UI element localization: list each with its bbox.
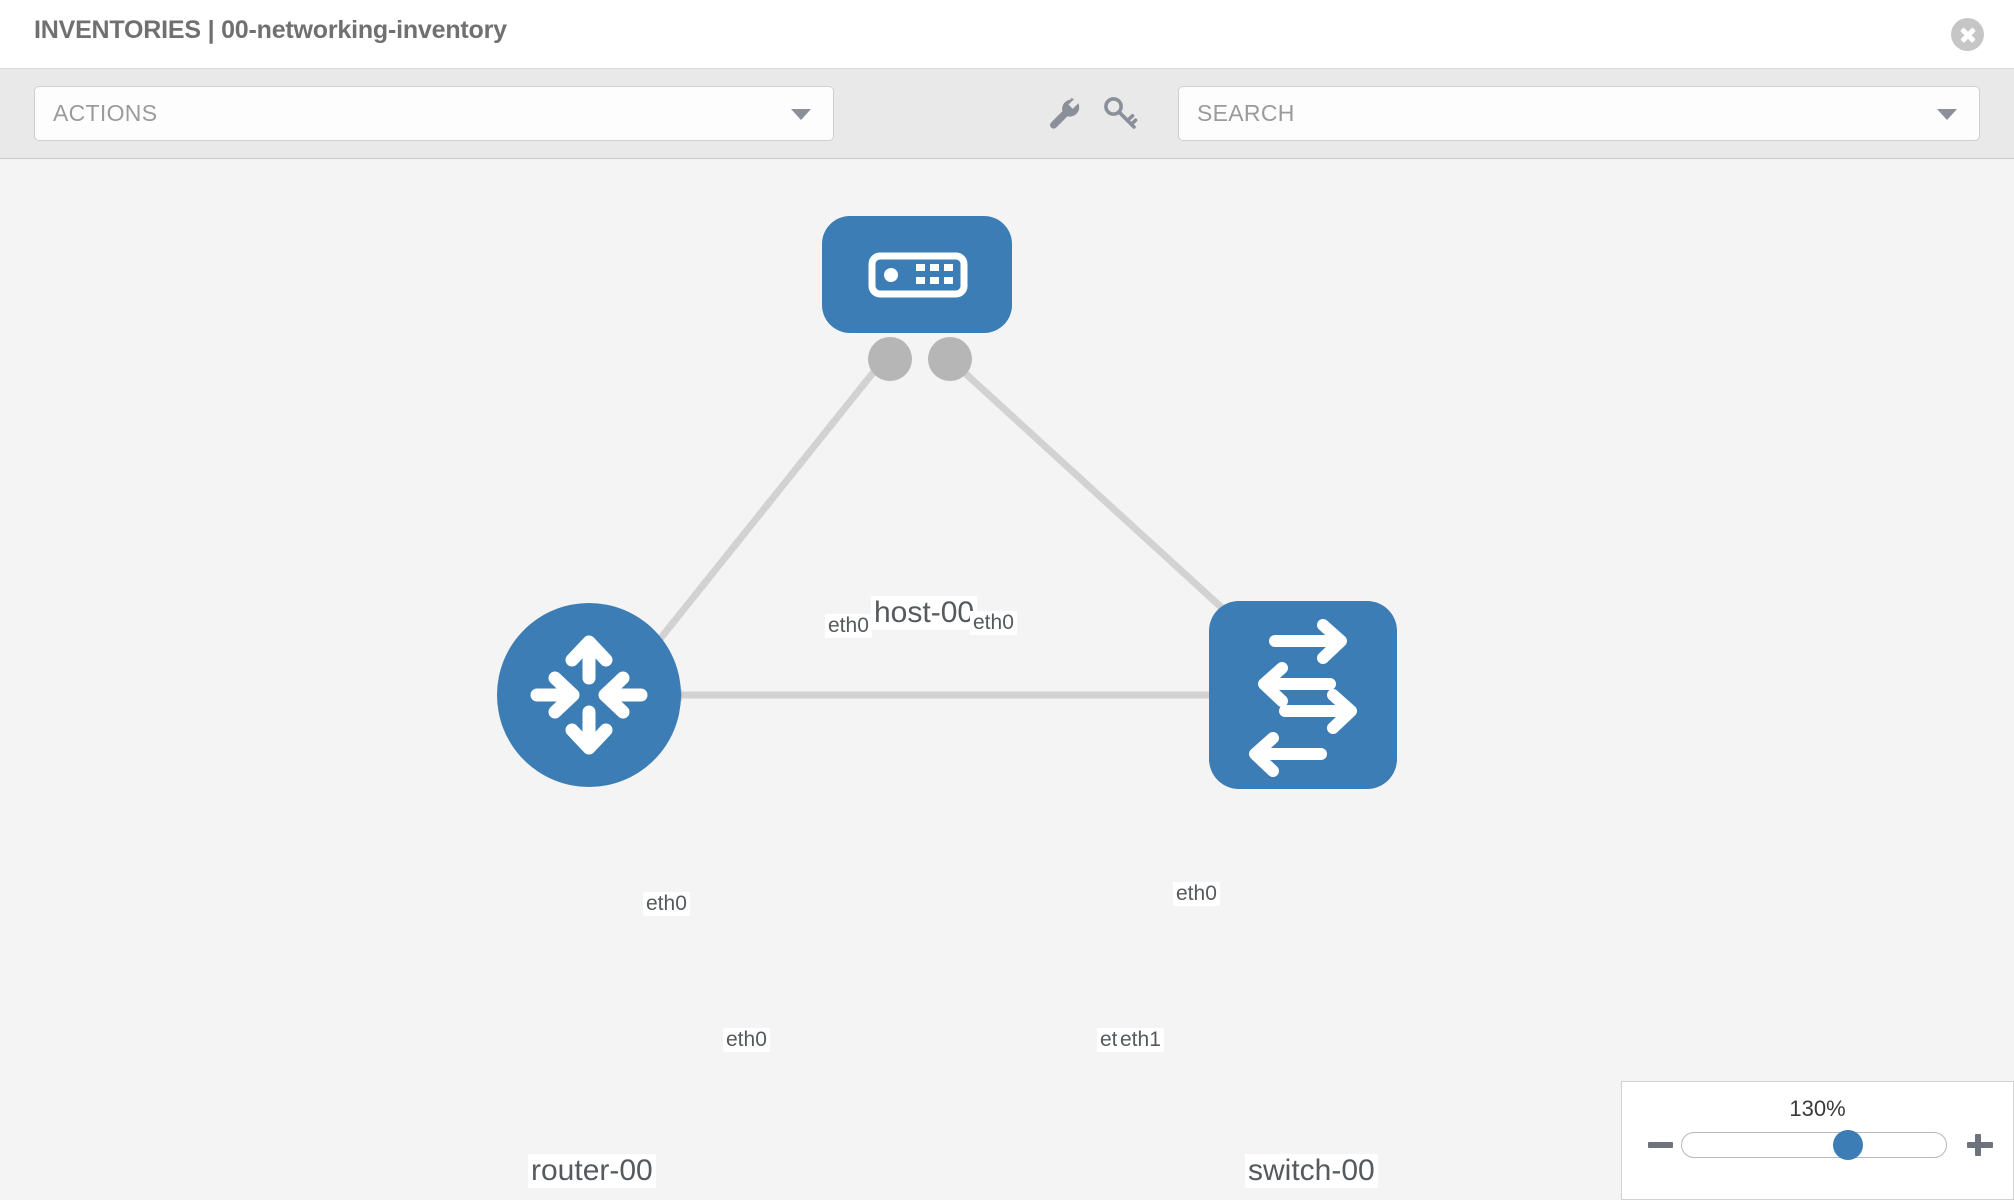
- link-host-switch: [952, 361, 1248, 632]
- key-icon[interactable]: [1098, 91, 1142, 135]
- minus-icon[interactable]: [1646, 1130, 1676, 1160]
- page-title: INVENTORIES | 00-networking-inventory: [34, 16, 507, 44]
- node-label-switch-00: switch-00: [1245, 1154, 1378, 1188]
- port-label: eth0: [723, 1028, 770, 1053]
- zoom-slider-thumb[interactable]: [1833, 1130, 1864, 1160]
- port-label: eth1: [1117, 1028, 1164, 1053]
- topology-links: [637, 361, 1248, 699]
- port-label: eth0: [825, 614, 872, 639]
- actions-dropdown-label: ACTIONS: [53, 100, 158, 126]
- node-label-router-00: router-00: [528, 1154, 656, 1188]
- port-label: eth0: [1173, 882, 1220, 907]
- chevron-down-icon: [1937, 108, 1957, 120]
- plus-icon[interactable]: [1965, 1130, 1995, 1160]
- connector-host-right: [928, 337, 972, 381]
- topology-graph: [497, 216, 1397, 789]
- zoom-control-panel: 130%: [1621, 1081, 2014, 1200]
- node-host-00[interactable]: [822, 216, 1012, 333]
- zoom-level-label: 130%: [1789, 1096, 1846, 1121]
- link-router-host: [637, 361, 883, 667]
- topology-connectors: [638, 337, 1260, 717]
- port-label: eth0: [970, 611, 1017, 636]
- port-label: eth0: [643, 892, 690, 917]
- topology-canvas[interactable]: host-00 router-00 switch-00 eth0 eth0 et…: [0, 159, 2014, 1200]
- search-input[interactable]: SEARCH: [1178, 86, 1980, 141]
- search-placeholder: SEARCH: [1197, 100, 1295, 126]
- page-header: INVENTORIES | 00-networking-inventory: [0, 0, 2014, 69]
- node-label-host-00: host-00: [871, 596, 978, 630]
- chevron-down-icon: [791, 108, 811, 120]
- connector-host-left: [868, 337, 912, 381]
- close-icon[interactable]: [1951, 18, 1984, 51]
- zoom-slider[interactable]: [1681, 1130, 1947, 1160]
- actions-dropdown[interactable]: ACTIONS: [34, 86, 834, 141]
- node-router-00[interactable]: [497, 603, 681, 787]
- wrench-icon[interactable]: [1041, 91, 1085, 135]
- node-switch-00[interactable]: [1209, 601, 1397, 789]
- toolbar: ACTIONS SEARCH: [0, 69, 2014, 159]
